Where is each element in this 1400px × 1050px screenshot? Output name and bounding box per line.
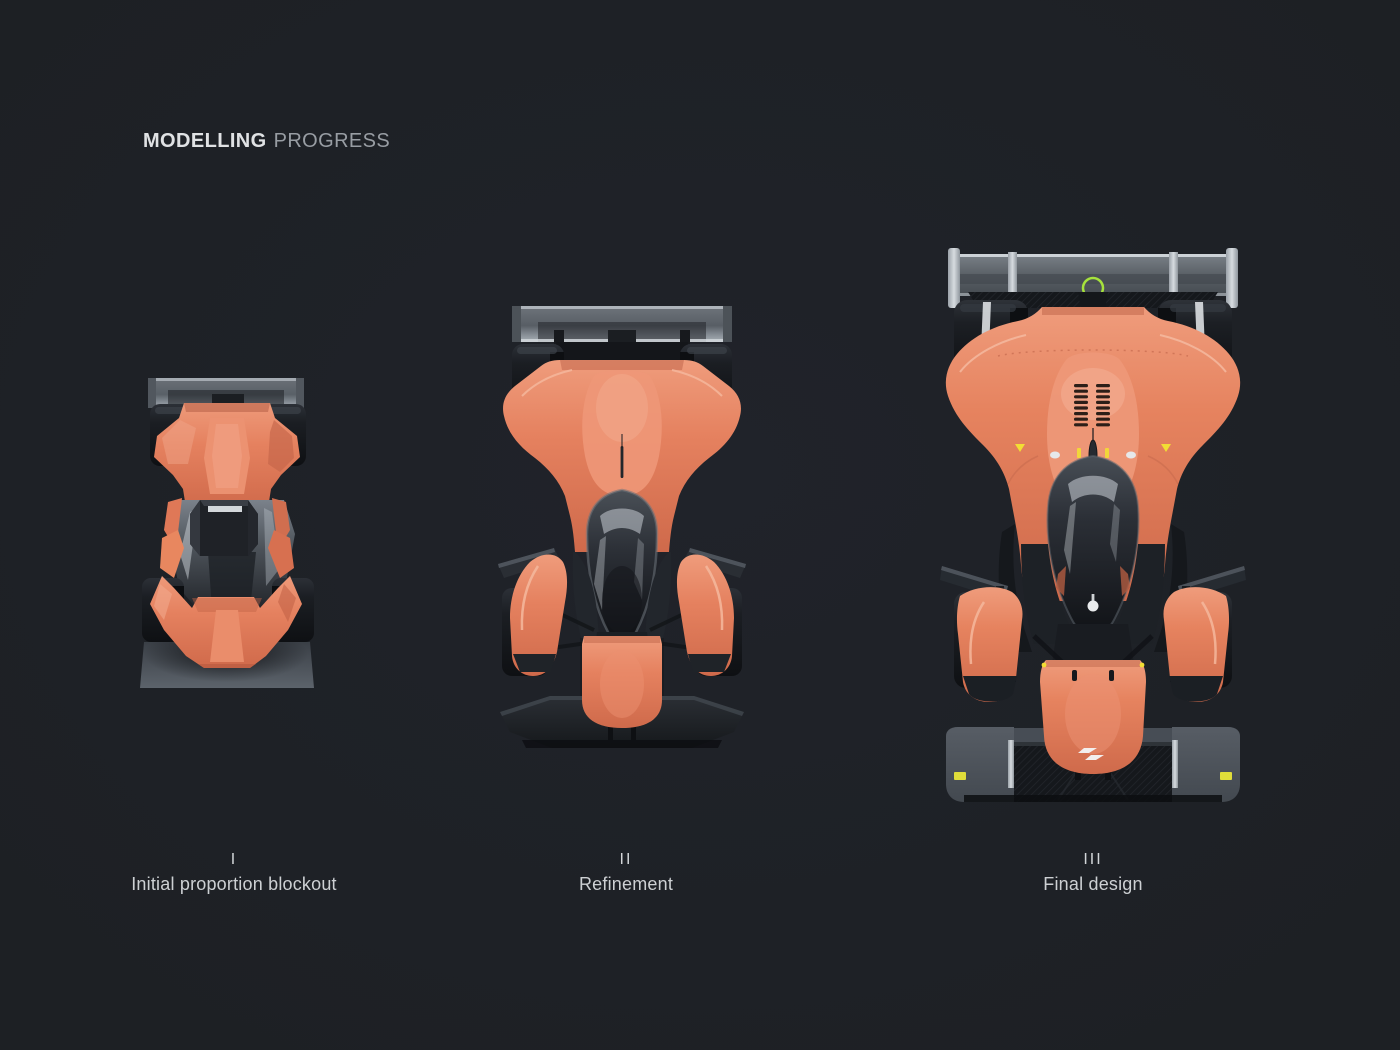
stage-2-numeral: II [619, 851, 633, 868]
body-shell [503, 360, 741, 552]
stage-1-render [138, 372, 318, 692]
engine-louvers [1074, 384, 1110, 427]
stage-3-caption: Final design [1043, 874, 1143, 894]
cockpit-canopy [585, 488, 659, 636]
stage-2-caption: Refinement [578, 874, 674, 894]
rear-wing [512, 306, 732, 346]
stage-3-numeral: III [1083, 851, 1103, 868]
front-flare-right [268, 530, 294, 578]
suspension-arms [1032, 634, 1154, 666]
antenna-fin [620, 446, 624, 478]
page-title: MODELLING PROGRESS [143, 130, 390, 153]
stage-1-label: I Initial proportion blockout [84, 850, 384, 895]
stage-2-render [496, 300, 748, 758]
body-shell [154, 403, 300, 508]
front-wheel-assembly [940, 566, 1023, 702]
body-markings [1015, 444, 1171, 459]
nose-bridge [1052, 624, 1134, 664]
front-fenders [510, 554, 734, 676]
nose [582, 636, 662, 728]
stage-1-numeral: I [230, 851, 238, 868]
car-top-view-stage-1 [140, 378, 314, 688]
helmet-dot [1087, 600, 1099, 612]
cockpit-canopy [1046, 454, 1140, 639]
front-flare-left [160, 530, 184, 578]
title-primary: MODELLING [143, 130, 267, 152]
title-secondary: PROGRESS [273, 130, 391, 152]
stage-3-render [938, 244, 1248, 808]
stage-1-caption: Initial proportion blockout [131, 874, 337, 894]
car-top-view-stage-2 [498, 306, 746, 748]
car-top-view-stage-3 [940, 248, 1248, 802]
nose-logo [1078, 748, 1104, 760]
cockpit-canopy [190, 500, 258, 556]
nose [1040, 660, 1146, 774]
front-clip [150, 576, 302, 668]
stage-3-label: III Final design [943, 850, 1243, 895]
stage-2-label: II Refinement [476, 850, 776, 895]
